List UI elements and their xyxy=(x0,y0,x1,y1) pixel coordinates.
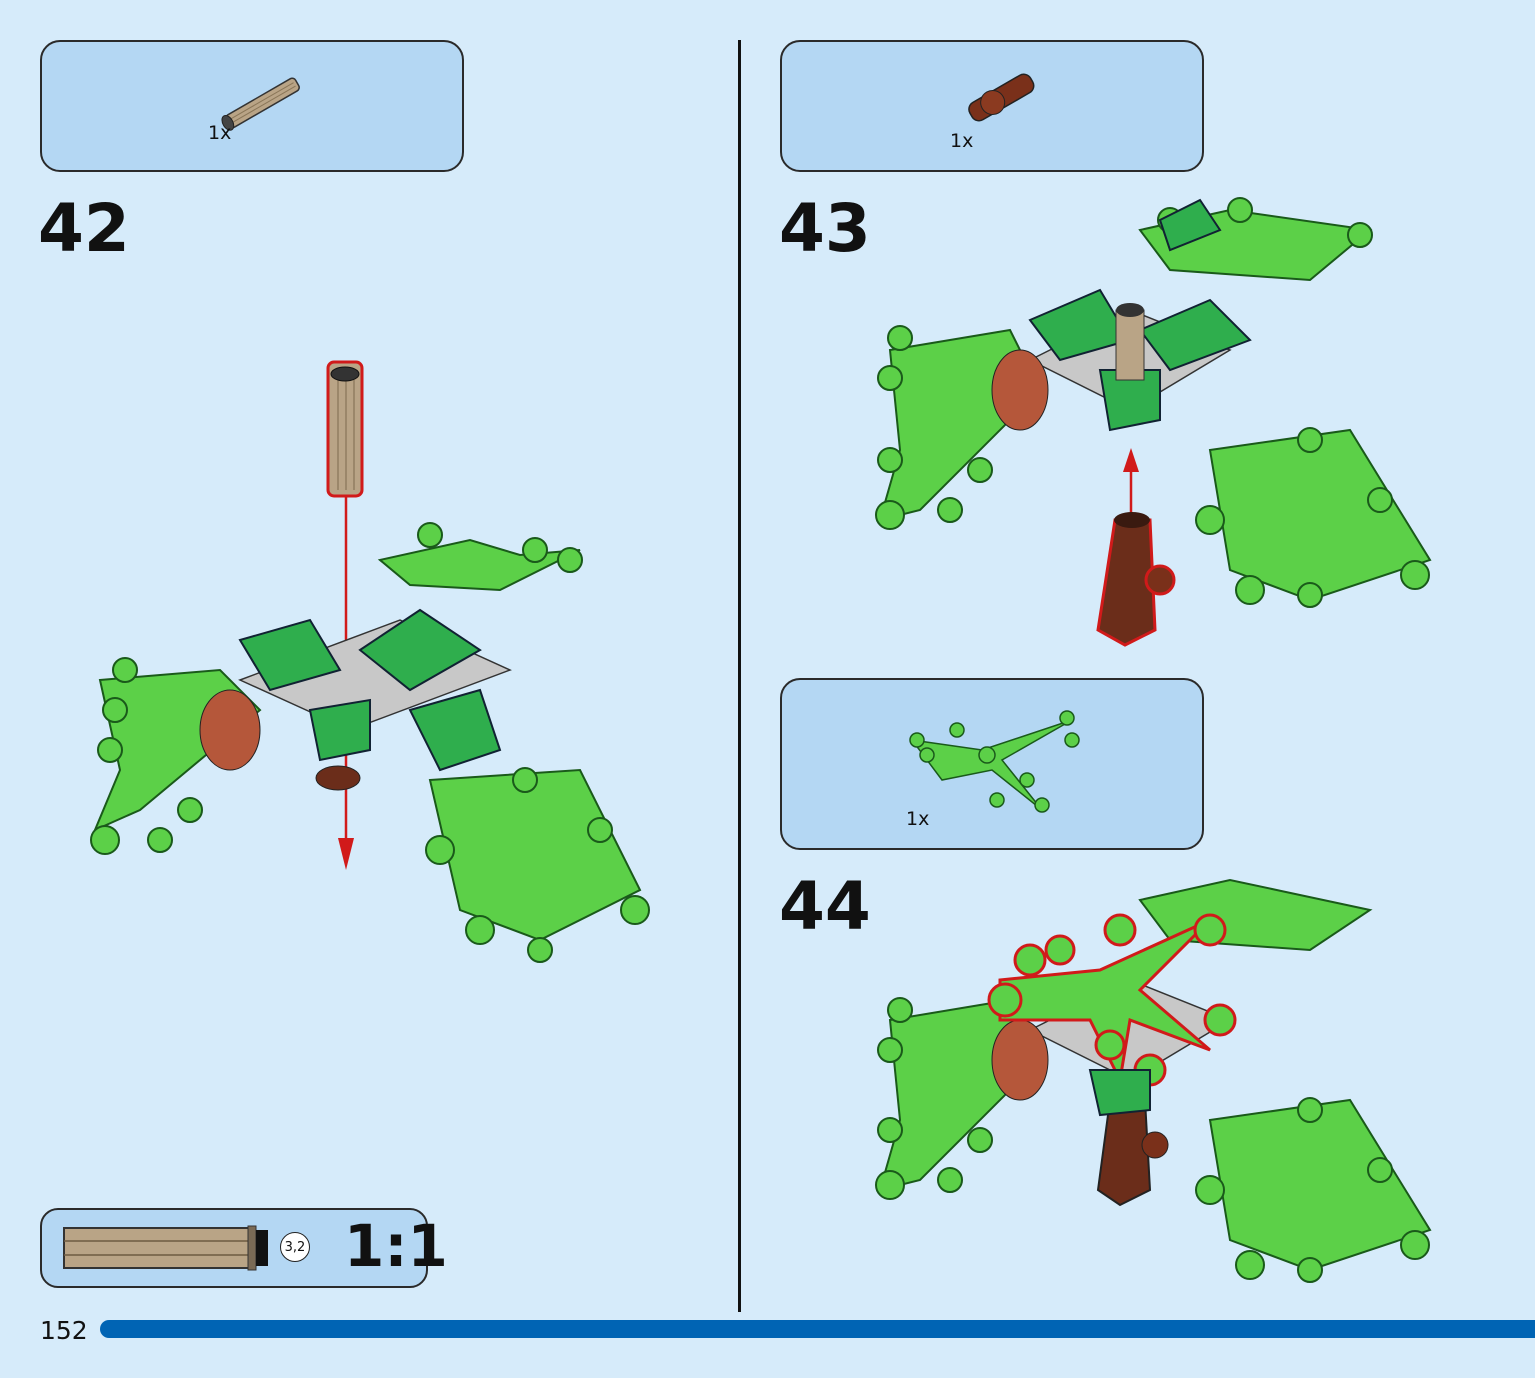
step-number-43: 43 xyxy=(779,190,871,267)
step-number-44: 44 xyxy=(779,868,871,945)
highlighted-brown-connector xyxy=(1096,512,1176,647)
step-43-build-illustration xyxy=(875,197,1432,647)
page-progress-bar xyxy=(100,1320,1535,1338)
page-number: 152 xyxy=(40,1316,88,1345)
highlighted-tan-axle xyxy=(326,360,364,498)
parts-callout-step-43: 1x xyxy=(780,40,1204,172)
gauge-value: 3,2 xyxy=(284,1239,306,1255)
step-number-42: 42 xyxy=(38,190,130,267)
length-gauge-callout: 3,2 1:1 xyxy=(40,1208,448,1288)
step-42-build-illustration xyxy=(90,360,650,963)
part-quantity: 1x xyxy=(208,122,232,144)
gauge-value-circle: 3,2 xyxy=(280,1232,310,1262)
insertion-arrow xyxy=(1123,448,1139,520)
tan-axle-part-icon xyxy=(221,77,300,131)
part-quantity: 1x xyxy=(950,130,974,152)
reddish-brown-connector-part-icon xyxy=(968,73,1035,122)
column-divider xyxy=(738,40,741,1312)
parts-callout-step-44: 1x xyxy=(780,678,1204,850)
scale-label: 1:1 xyxy=(344,1212,448,1280)
parts-callout-step-42: 1x xyxy=(40,40,464,172)
axle-length-gauge xyxy=(63,1225,268,1271)
part-quantity: 1x xyxy=(906,808,930,830)
green-leaf-branch-part-icon xyxy=(909,710,1080,813)
step-44-build-illustration xyxy=(875,878,1432,1283)
